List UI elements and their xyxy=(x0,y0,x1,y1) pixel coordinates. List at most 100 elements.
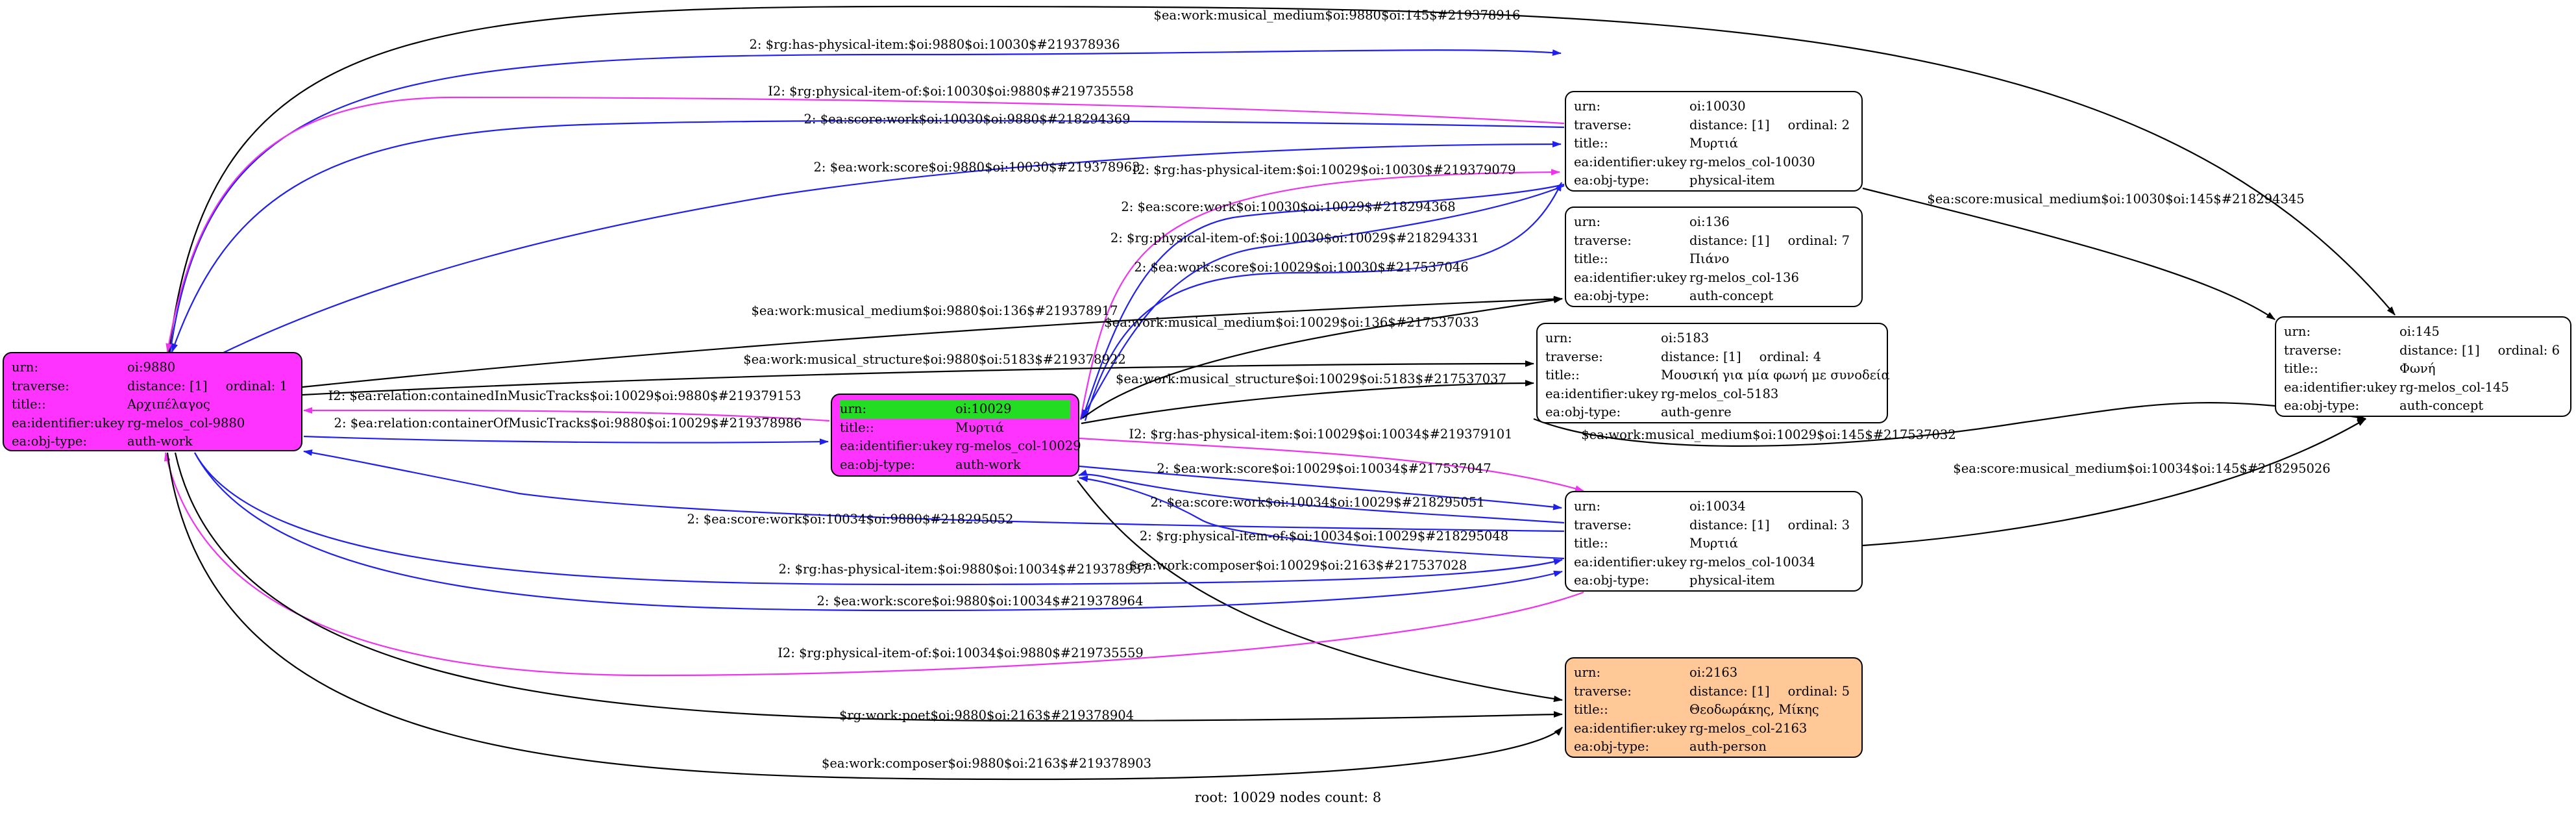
edge-label: 2: $ea:work:score$oi:9880$oi:10030$#2193… xyxy=(814,160,1140,175)
node-9880[interactable]: urn:oi:9880 traverse:distance: [1]ordina… xyxy=(3,352,302,451)
field-key: ea:obj-type: xyxy=(1574,573,1650,588)
node-title: Μυρτιά xyxy=(1689,536,1738,551)
node-ukey: rg-melos_col-10034 xyxy=(1689,554,1815,570)
field-key: title:: xyxy=(1574,251,1608,266)
node-10030[interactable]: urn:oi:10030 traverse:distance: [1]ordin… xyxy=(1565,91,1863,192)
node-type: auth-work xyxy=(955,457,1021,472)
field-key: title:: xyxy=(1574,136,1608,151)
edge-magenta xyxy=(1079,169,1560,420)
edge-black xyxy=(166,452,1563,781)
node-distance: distance: [1] xyxy=(1689,683,1770,699)
edge-label: $ea:score:musical_medium$oi:10030$oi:145… xyxy=(1927,192,2304,207)
edge-label: 2: $rg:physical-item-of:$oi:10034$oi:100… xyxy=(1140,529,1508,544)
edge-blue xyxy=(194,452,1563,586)
node-10034[interactable]: urn:oi:10034 traverse:distance: [1]ordin… xyxy=(1565,491,1863,592)
field-key: ea:identifier:ukey xyxy=(2284,379,2397,395)
node-136[interactable]: urn:oi:136 traverse:distance: [1]ordinal… xyxy=(1565,207,1863,307)
field-key: urn: xyxy=(1545,331,1573,345)
edge-label: I2: $rg:has-physical-item:$oi:10029$oi:1… xyxy=(1129,427,1512,442)
node-title: Θεοδωράκης, Μίκης xyxy=(1689,702,1819,717)
node-title: Φωνή xyxy=(2399,361,2436,376)
edge-blue xyxy=(171,119,1565,353)
node-distance: distance: [1] xyxy=(2399,342,2480,358)
field-key: ea:obj-type: xyxy=(840,457,916,472)
edge-blue xyxy=(303,449,1565,533)
node-distance: distance: [1] xyxy=(1661,349,1741,364)
edge-label: 2: $ea:work:score$oi:10029$oi:10034$#217… xyxy=(1157,461,1491,476)
node-type: physical-item xyxy=(1689,573,1775,588)
edge-black xyxy=(174,452,1563,722)
edge-black xyxy=(1082,297,1563,419)
node-title: Μουσική για μία φωνή με συνοδεία xyxy=(1661,368,1890,382)
field-key: ea:identifier:ukey xyxy=(1574,154,1687,169)
edge-label: $ea:work:composer$oi:10029$oi:2163$#2175… xyxy=(1129,558,1467,573)
graph-footer: root: 10029 nodes count: 8 xyxy=(1194,790,1382,805)
node-urn: oi:145 xyxy=(2399,324,2440,339)
field-key: title:: xyxy=(12,397,46,412)
edge-black xyxy=(1077,480,1563,702)
edge-label: $ea:work:composer$oi:9880$oi:2163$#21937… xyxy=(822,756,1151,771)
node-type: auth-genre xyxy=(1661,405,1732,420)
node-distance: distance: [1] xyxy=(1689,232,1770,248)
field-key: title:: xyxy=(840,420,874,435)
field-key: title:: xyxy=(1574,702,1608,717)
field-key: urn: xyxy=(12,360,39,375)
edge-label: $ea:score:musical_medium$oi:10034$oi:145… xyxy=(1953,461,2330,476)
node-title: Μυρτιά xyxy=(1689,136,1738,151)
field-key: ea:obj-type: xyxy=(2284,398,2360,413)
field-key: ea:obj-type: xyxy=(12,434,88,449)
edge-magenta xyxy=(303,407,830,422)
edge-label: 2: $rg:physical-item-of:$oi:10030$oi:100… xyxy=(1110,231,1479,245)
edge-black xyxy=(167,5,2396,355)
edge-label: 2: $ea:relation:containerOfMusicTracks$o… xyxy=(334,416,802,431)
edge-label: $rg:work:poet$oi:9880$oi:2163$#219378904 xyxy=(839,708,1134,723)
edge-blue xyxy=(1079,465,1562,510)
node-ukey: rg-melos_col-136 xyxy=(1689,270,1799,285)
node-ordinal: ordinal: 2 xyxy=(1787,117,1850,132)
node-ukey: rg-melos_col-2163 xyxy=(1689,720,1808,736)
field-key: traverse: xyxy=(2284,342,2342,358)
node-distance: distance: [1] xyxy=(1689,117,1770,132)
edge-label: I2: $rg:has-physical-item:$oi:10029$oi:1… xyxy=(1132,162,1515,177)
node-urn: oi:2163 xyxy=(1689,665,1738,680)
field-key: urn: xyxy=(1574,214,1601,229)
edge-black xyxy=(302,360,1534,396)
field-key: ea:identifier:ukey xyxy=(1574,554,1687,570)
field-key: ea:obj-type: xyxy=(1574,173,1650,188)
edge-magenta xyxy=(1079,437,1584,492)
node-type: auth-concept xyxy=(1689,288,1774,303)
node-2163[interactable]: urn:oi:2163 traverse:distance: [1]ordina… xyxy=(1565,657,1863,758)
edge-magenta xyxy=(164,452,1584,677)
node-145[interactable]: urn:oi:145 traverse:distance: [1]ordinal… xyxy=(2275,316,2571,417)
field-key: ea:identifier:ukey xyxy=(840,438,953,453)
edge-label: 2: $ea:score:work$oi:10034$oi:9880$#2182… xyxy=(687,512,1014,527)
field-key: urn: xyxy=(1574,99,1601,114)
field-key: traverse: xyxy=(1574,517,1632,533)
edge-blue xyxy=(1084,182,1562,421)
node-title: Πιάνο xyxy=(1689,251,1730,266)
node-10029[interactable]: urn:oi:10029 title::Μυρτιά ea:identifier… xyxy=(831,394,1081,477)
edge-label: 2: $ea:score:work$oi:10034$oi:10029$#218… xyxy=(1150,495,1484,510)
field-key: traverse: xyxy=(1574,117,1632,132)
edge-blue xyxy=(169,49,1562,355)
edge-blue xyxy=(1078,470,1565,524)
edge-label: 2: $ea:work:score$oi:10029$oi:10030$#217… xyxy=(1134,260,1468,275)
field-key: traverse: xyxy=(1545,349,1603,364)
edge-label: $ea:work:musical_medium$oi:9880$oi:145$#… xyxy=(1153,8,1520,23)
node-urn: oi:10034 xyxy=(1689,499,1746,514)
field-key: urn: xyxy=(840,401,867,416)
node-5183[interactable]: urn: oi:5183 traverse: distance: [1] ordina… xyxy=(1536,323,1890,423)
node-type: auth-work xyxy=(127,434,193,449)
node-ordinal: ordinal: 4 xyxy=(1759,349,1821,364)
field-key: traverse: xyxy=(12,378,69,394)
edge-blue xyxy=(194,452,1563,612)
edge-black xyxy=(1862,418,2366,547)
node-ordinal: ordinal: 1 xyxy=(225,378,288,394)
edge-label: 2: $rg:has-physical-item:$oi:9880$oi:100… xyxy=(778,562,1149,577)
node-ordinal: ordinal: 7 xyxy=(1787,232,1850,248)
node-ukey: rg-melos_col-10029 xyxy=(955,438,1081,453)
edge-label: 2: $ea:work:score$oi:9880$oi:10034$#2193… xyxy=(817,594,1144,608)
field-key: ea:obj-type: xyxy=(1545,405,1621,420)
field-key: traverse: xyxy=(1574,232,1632,248)
node-urn: oi:5183 xyxy=(1661,331,1710,345)
